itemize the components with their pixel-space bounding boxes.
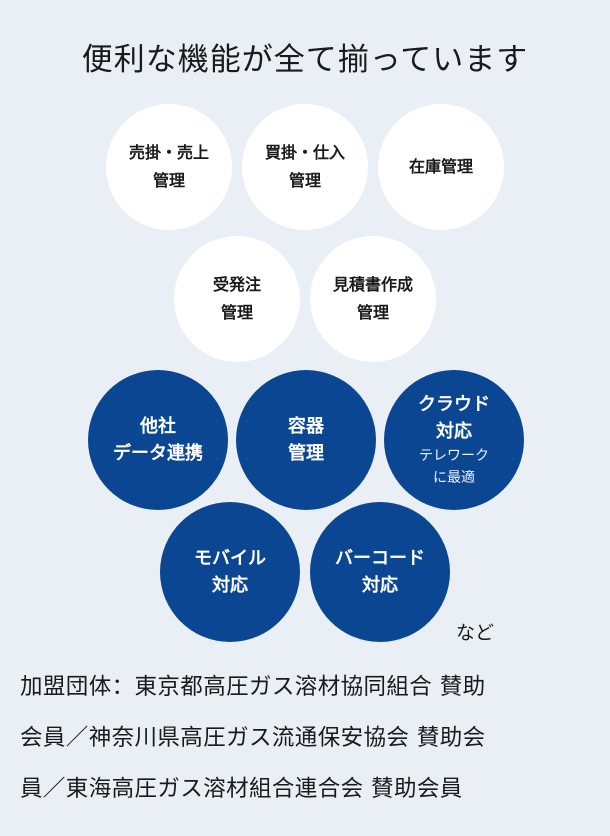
feature-order-management: 受発注 管理: [174, 236, 300, 362]
affiliations-line: 加盟団体：東京都高圧ガス溶材協同組合 賛助: [20, 674, 486, 700]
affiliations-text: 加盟団体：東京都高圧ガス溶材協同組合 賛助 会員／神奈川県高圧ガス流通保安協会 …: [20, 662, 595, 815]
feature-label: 他社: [140, 416, 176, 437]
feature-label: 管理: [220, 303, 253, 322]
feature-label: データ連携: [113, 443, 203, 464]
feature-label: 買掛・仕入: [264, 143, 345, 162]
feature-cloud-support: クラウド 対応 テレワーク に最適: [384, 370, 524, 510]
feature-label: クラウド: [418, 394, 490, 415]
affiliations-line: 員／東海高圧ガス溶材組合連合会 賛助会員: [20, 776, 463, 802]
page-title: 便利な機能が全て揃っています: [81, 42, 529, 78]
feature-mobile-support: モバイル 対応: [160, 502, 300, 642]
feature-data-integration: 他社 データ連携: [88, 370, 228, 510]
feature-estimate-management: 見積書作成 管理: [310, 236, 436, 362]
feature-sales-management: 売掛・売上 管理: [106, 104, 232, 230]
feature-sublabel: テレワーク: [419, 448, 489, 464]
feature-label: モバイル: [194, 548, 266, 569]
feature-label: 対応: [436, 421, 472, 442]
feature-label: 管理: [356, 303, 389, 322]
feature-label: 管理: [288, 443, 324, 464]
feature-label: 在庫管理: [408, 157, 473, 176]
etc-label: など: [456, 622, 495, 644]
feature-label: 容器: [288, 416, 324, 437]
feature-label: 対応: [362, 575, 398, 596]
feature-sublabel: に最適: [433, 470, 475, 486]
feature-label: 管理: [288, 171, 321, 190]
feature-label: 売掛・売上: [128, 143, 209, 162]
affiliations-line: 会員／神奈川県高圧ガス流通保安協会 賛助会: [20, 725, 486, 751]
feature-purchase-management: 買掛・仕入 管理: [242, 104, 368, 230]
feature-label: 対応: [212, 575, 248, 596]
feature-label: バーコード: [335, 548, 425, 569]
feature-container-management: 容器 管理: [236, 370, 376, 510]
feature-label: 管理: [152, 171, 185, 190]
feature-label: 見積書作成: [332, 275, 413, 294]
feature-barcode-support: バーコード 対応: [310, 502, 450, 642]
feature-label: 受発注: [212, 275, 261, 294]
feature-inventory-management: 在庫管理: [378, 104, 504, 230]
